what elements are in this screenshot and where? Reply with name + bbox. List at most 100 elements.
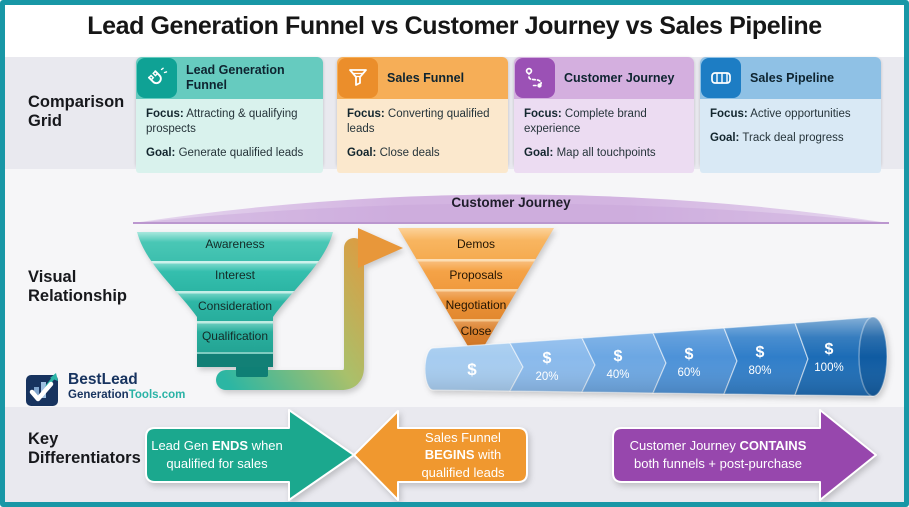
lead-gen-ends-arrow — [145, 409, 355, 501]
focus-line: Focus: Attracting & qualifying prospects — [146, 107, 313, 137]
goal-text: Close deals — [379, 146, 440, 159]
customer-journey-contains-arrow — [612, 409, 877, 501]
goal-line: Goal: Map all touchpoints — [524, 146, 684, 161]
card-title: Sales Funnel — [387, 70, 465, 85]
brand-name-generation: Generation — [68, 389, 129, 402]
card-header: Sales Funnel — [337, 57, 508, 99]
arrow-right-shape — [145, 409, 355, 501]
goal-text: Generate qualified leads — [178, 146, 304, 159]
sales-funnel-begins-arrow — [353, 410, 528, 501]
lead-funnel-stage-label: Interest — [214, 268, 256, 282]
card-title: Customer Journey — [564, 70, 675, 85]
card-lead-generation-funnel: Lead Generation Funnel Focus: Attracting… — [136, 57, 323, 173]
sales-funnel-stage-label: Proposals — [449, 268, 503, 282]
focus-label: Focus: — [710, 108, 748, 120]
focus-label: Focus: — [146, 108, 184, 120]
diff-bold: BEGINS — [424, 447, 475, 463]
card-sales-pipeline: Sales Pipeline Focus: Active opportuniti… — [700, 57, 881, 173]
diff-bold: ENDS — [211, 438, 249, 454]
visual-relationship-label: Visual Relationship — [28, 268, 128, 305]
focus-label: Focus: — [347, 108, 385, 120]
brand-logo-icon — [26, 373, 58, 406]
focus-line: Focus: Complete brand experience — [524, 107, 684, 137]
card-body: Focus: Active opportunities Goal: Track … — [700, 99, 881, 173]
card-body: Focus: Converting qualified leads Goal: … — [337, 99, 508, 173]
focus-line: Focus: Active opportunities — [710, 107, 871, 122]
arrow-right-shape — [612, 409, 877, 501]
brand-logo-text: BestLead GenerationTools.com — [68, 371, 185, 402]
key-differentiators-label: Key Differentiators — [28, 430, 141, 467]
pipeline-segment-pct: 60% — [677, 367, 700, 379]
journey-band-inner-shape — [133, 203, 889, 223]
pipeline-segment-symbol: $ — [543, 350, 552, 367]
focus-text: Active opportunities — [750, 108, 851, 120]
focus-line: Focus: Converting qualified leads — [347, 107, 498, 137]
brand-name-tld: .com — [158, 389, 186, 402]
pipeline-segment-pct: 20% — [535, 371, 558, 383]
pipeline-segment-symbol: $ — [614, 348, 623, 365]
sales-funnel-stage-label: Demos — [456, 237, 496, 251]
card-header: Customer Journey — [514, 57, 694, 99]
diff-text-content: Lead Gen ENDS when qualified for sales — [150, 437, 284, 472]
focus-text: Complete brand experience — [524, 108, 647, 135]
customer-journey-band — [133, 194, 889, 224]
card-body: Focus: Attracting & qualifying prospects… — [136, 99, 323, 173]
pipeline-shading — [425, 317, 887, 396]
lead-funnel-stage-label: Awareness — [205, 237, 265, 251]
diff-post: when qualified for sales — [166, 438, 283, 471]
brand-name-top: BestLead — [68, 371, 138, 388]
connector-arrowhead — [358, 228, 403, 268]
lead-funnel-stage-label: Consideration — [197, 299, 273, 313]
lead-generation-funnel-graphic — [137, 228, 403, 390]
diff-pre: Lead Gen — [151, 438, 212, 454]
card-customer-journey: Customer Journey Focus: Complete brand e… — [514, 57, 694, 173]
pipeline-icon — [701, 58, 741, 98]
goal-label: Goal: — [710, 131, 740, 144]
diff-post: both funnels + post-purchase — [633, 456, 803, 471]
pipeline-segment-symbol: $ — [685, 346, 694, 363]
arrow-left-shape — [353, 410, 528, 501]
comparison-grid-label: Comparison Grid — [28, 93, 125, 130]
goal-text: Track deal progress — [742, 131, 844, 144]
brand-logo: BestLead GenerationTools.com — [25, 371, 185, 407]
diff-bold: CONTAINS — [739, 438, 807, 454]
goal-label: Goal: — [347, 146, 377, 159]
pipeline-segment-pct: 100% — [814, 362, 843, 374]
diff-text-content: Sales Funnel BEGINS with qualified leads — [399, 429, 527, 482]
goal-label: Goal: — [146, 146, 176, 159]
diff-text-customer-journey: Customer Journey CONTAINS both funnels +… — [620, 427, 816, 483]
focus-text: Attracting & qualifying prospects — [146, 108, 298, 135]
journey-icon — [515, 58, 555, 98]
brand-name-bottom: GenerationTools.com — [68, 388, 185, 402]
lead-funnel-stage-label: Qualification — [201, 329, 269, 343]
customer-journey-band-label: Customer Journey — [451, 195, 571, 210]
brand-name-tools: Tools — [128, 389, 159, 402]
card-body: Focus: Complete brand experience Goal: M… — [514, 99, 694, 173]
focus-text: Converting qualified leads — [347, 108, 490, 135]
pipeline-segment-symbol: $ — [467, 360, 477, 379]
goal-line: Goal: Generate qualified leads — [146, 146, 313, 161]
pipeline-segment-symbol: $ — [825, 341, 834, 358]
pipeline-labels: $ $ 20% $ 40% $ 60% $ 80% $ 100% — [467, 341, 843, 383]
goal-line: Goal: Close deals — [347, 146, 498, 161]
diff-pre: Customer Journey — [629, 438, 740, 454]
connector-arrow — [216, 228, 403, 390]
sales-funnel-graphic — [398, 228, 554, 353]
diff-text-lead-gen: Lead Gen ENDS when qualified for sales — [150, 427, 284, 483]
diff-post: with qualified leads — [421, 447, 505, 480]
sales-funnel-stage-label: Close — [460, 324, 492, 338]
goal-text: Map all touchpoints — [556, 146, 656, 159]
card-title: Lead Generation Funnel — [186, 63, 285, 92]
sales-pipeline-graphic: $ $ 20% $ 40% $ 60% $ 80% $ 100% — [425, 316, 888, 397]
pipeline-segment-pct: 80% — [748, 365, 771, 377]
journey-band-shape — [133, 194, 889, 223]
diff-text-sales-funnel: Sales Funnel BEGINS with qualified leads — [399, 427, 527, 483]
sales-funnel-stage-label: Negotiation — [445, 298, 507, 312]
funnel-icon — [338, 58, 378, 98]
pipeline-segment-pct: 40% — [606, 369, 629, 381]
card-header: Lead Generation Funnel — [136, 57, 323, 99]
diff-pre: Sales Funnel — [425, 429, 501, 445]
pipeline-segment-symbol: $ — [756, 344, 765, 361]
diff-text-content: Customer Journey CONTAINS both funnels +… — [620, 437, 816, 472]
